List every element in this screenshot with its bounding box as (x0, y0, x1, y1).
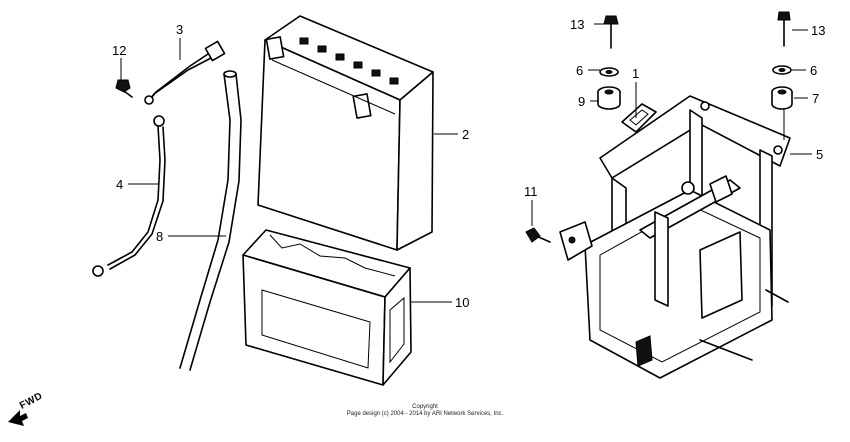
callout-13-right: 13 (811, 23, 825, 38)
part-2-battery (257, 15, 434, 251)
callout-9: 9 (578, 94, 585, 109)
callout-7: 7 (812, 91, 819, 106)
callout-3: 3 (176, 22, 183, 37)
callout-8: 8 (156, 229, 163, 244)
part-7-cushion (771, 86, 793, 110)
part-5-bracket-frame (559, 95, 791, 379)
part-13-bolt-left (603, 15, 619, 49)
callout-2: 2 (462, 127, 469, 142)
part-4-long-cable (92, 115, 166, 277)
copyright-line-2: Page design (c) 2004 - 2014 by ARI Netwo… (346, 411, 504, 417)
callout-12: 12 (112, 43, 126, 58)
callout-11: 11 (524, 184, 538, 199)
part-9-cushion (597, 86, 621, 110)
part-6-washer-right (772, 65, 792, 75)
callout-6-right: 6 (810, 63, 817, 78)
callout-5: 5 (816, 147, 823, 162)
part-6-washer-left (599, 67, 619, 77)
part-11-bolt (525, 227, 551, 243)
arrow-forward-icon (8, 410, 28, 426)
part-1-grommet (621, 103, 657, 133)
part-10-battery-case (242, 229, 412, 386)
part-13-bolt-right (777, 11, 791, 47)
copyright-footer: Copyright Page design (c) 2004 - 2014 by… (0, 404, 850, 418)
part-12-bolt (115, 79, 133, 98)
callout-4: 4 (116, 177, 123, 192)
leader-lines (120, 23, 812, 303)
callout-13-left: 13 (570, 17, 584, 32)
copyright-line-1: Copyright (412, 404, 438, 410)
part-8-tube (179, 70, 242, 371)
callout-1: 1 (632, 66, 639, 81)
callout-10: 10 (455, 295, 469, 310)
part-3-short-cable (144, 40, 226, 105)
callout-6-left: 6 (576, 63, 583, 78)
